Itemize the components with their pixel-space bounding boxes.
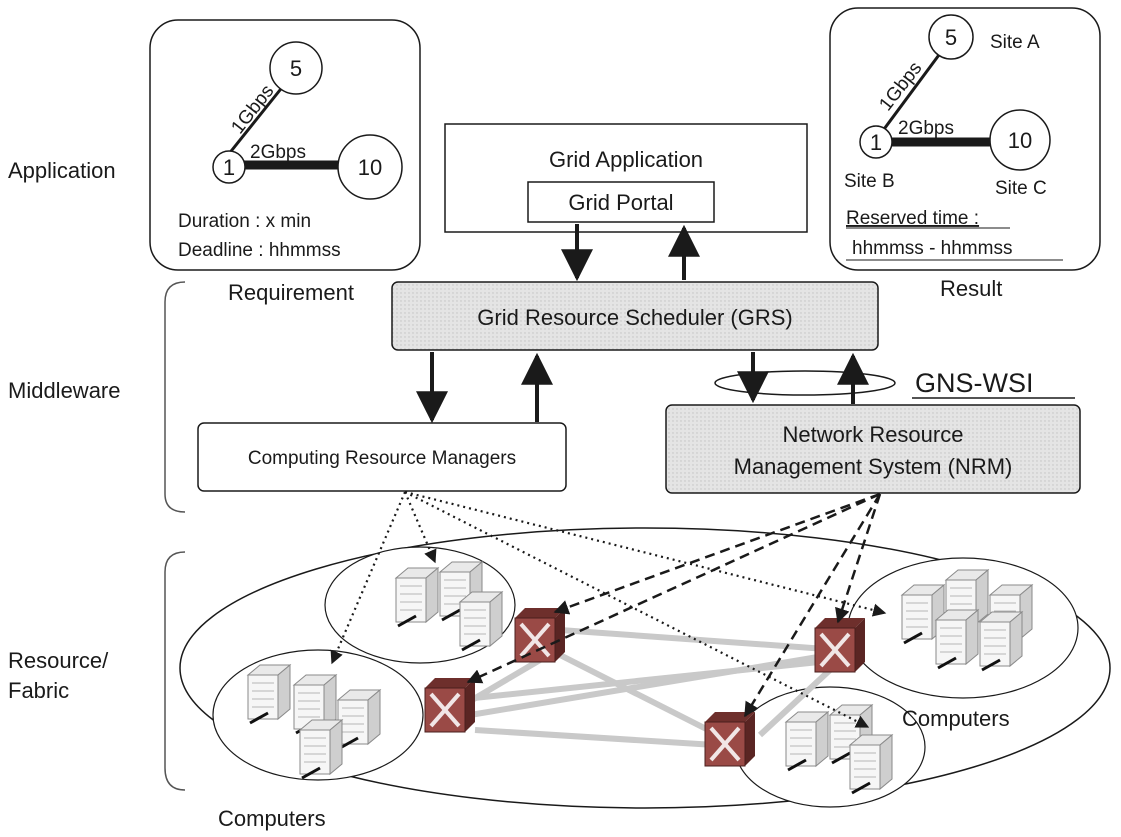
layer-label-application: Application — [8, 158, 116, 183]
computers-label-bottom: Computers — [218, 806, 326, 831]
layer-label-middleware: Middleware — [8, 378, 121, 403]
requirement-caption: Requirement — [228, 280, 354, 305]
result-node-5-label: 5 — [945, 25, 957, 50]
crm-label: Computing Resource Managers — [248, 448, 516, 469]
site-b-label: Site B — [844, 171, 895, 192]
node-5-label: 5 — [290, 56, 302, 81]
network-switch-2 — [423, 676, 477, 734]
duration-text: Duration : x min — [178, 211, 311, 232]
crm-box: Computing Resource Managers — [197, 422, 567, 492]
grid-portal-box: Grid Portal — [527, 181, 715, 223]
node-1-label: 1 — [223, 155, 235, 180]
result-node-10-label: 10 — [1008, 128, 1032, 153]
network-switch-1 — [513, 606, 567, 664]
fabric-network-ellipse — [179, 527, 1111, 809]
reserved-time-value: hhmmss - hhmmss — [852, 238, 1012, 259]
resource-bracket — [164, 551, 186, 791]
link-2gbps-label: 2Gbps — [250, 142, 306, 163]
gns-wsi-interface-ring — [714, 370, 896, 396]
grid-portal-label: Grid Portal — [568, 190, 673, 215]
node-1 — [212, 150, 246, 184]
grs-label: Grid Resource Scheduler (GRS) — [477, 305, 792, 330]
site-a-label: Site A — [990, 32, 1040, 53]
network-switch-4 — [703, 710, 757, 768]
middleware-bracket — [164, 281, 186, 513]
requirement-panel: 5 1 10 1Gbps 2Gbps Duration : x min Dead… — [149, 19, 421, 271]
result-caption: Result — [940, 276, 1002, 301]
network-links — [453, 627, 841, 748]
nrm-to-switch-links — [466, 492, 882, 718]
grid-application-title: Grid Application — [549, 147, 703, 172]
node-10 — [337, 134, 403, 200]
node-5 — [269, 41, 323, 95]
result-link-2gbps-label: 2Gbps — [898, 118, 954, 139]
site-c-label: Site C — [995, 178, 1047, 199]
gns-wsi-label: GNS-WSI — [915, 368, 1034, 398]
network-switch-3 — [813, 616, 867, 674]
nrm-label-line1: Network Resource — [783, 422, 964, 447]
result-panel: 5 1 10 1Gbps 2Gbps Site A Site B Site C … — [829, 7, 1101, 271]
reserved-time-label: Reserved time : — [846, 208, 979, 229]
deadline-text: Deadline : hhmmss — [178, 240, 341, 261]
crm-to-computers-links — [330, 490, 887, 728]
node-10-label: 10 — [358, 155, 382, 180]
nrm-label-line2: Management System (NRM) — [734, 454, 1013, 479]
computers-label-right: Computers — [902, 706, 1010, 731]
layer-label-fabric: Fabric — [8, 678, 69, 703]
nrm-box: Network Resource Management System (NRM) — [665, 404, 1081, 494]
grs-box: Grid Resource Scheduler (GRS) — [391, 281, 879, 351]
layer-label-resource: Resource/ — [8, 648, 109, 673]
result-node-1-label: 1 — [870, 130, 882, 155]
